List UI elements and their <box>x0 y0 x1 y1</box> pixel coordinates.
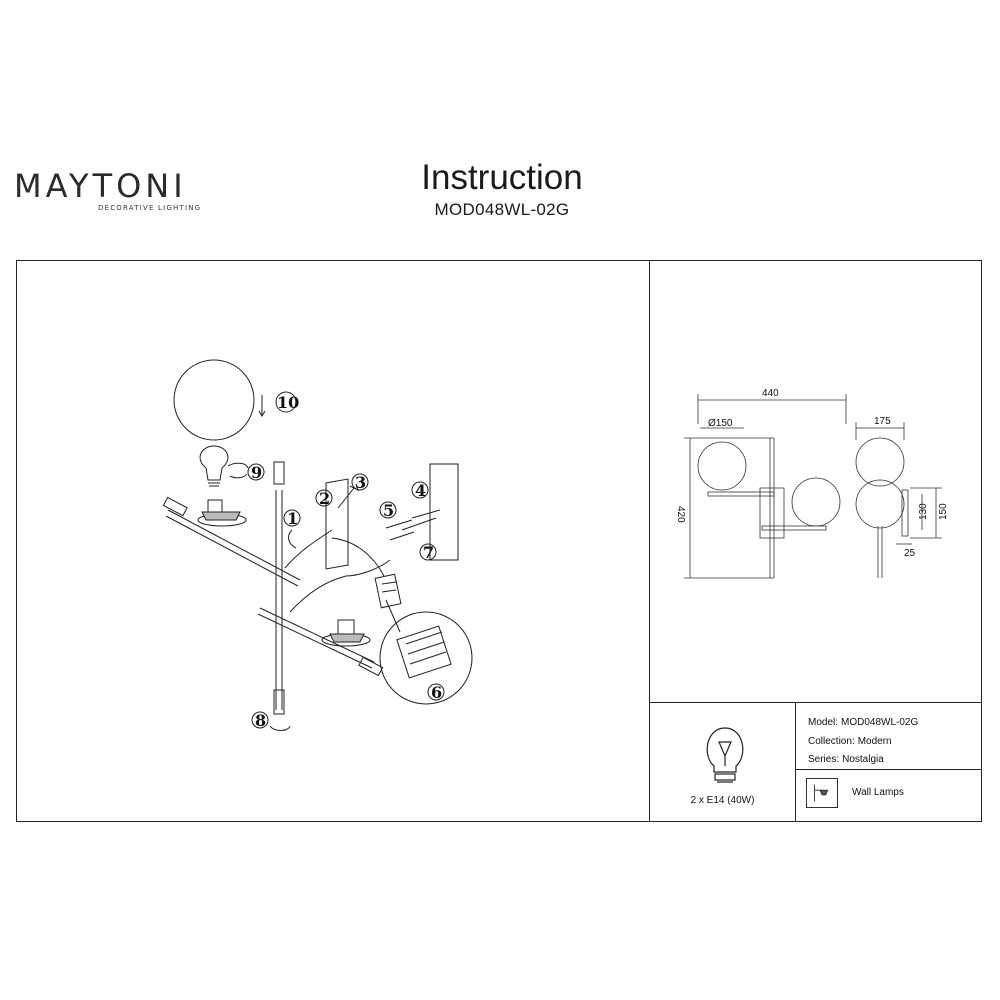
wall-lamp-icon <box>806 778 838 808</box>
lower-arm <box>257 607 384 677</box>
dim-base-height: 150 <box>938 503 949 520</box>
step-label: 1 <box>287 509 298 528</box>
brand-logo: MAYTONI DECORATIVE LIGHTING <box>14 167 202 212</box>
terminal-block <box>374 573 402 609</box>
side-globe-upper <box>855 437 905 487</box>
wall-plate <box>325 463 459 570</box>
terminal-detail <box>379 599 473 705</box>
spec-model-label: Model: <box>808 717 839 728</box>
dim-height: 420 <box>675 506 686 523</box>
spec-collection-label: Collection: <box>808 736 855 747</box>
divider-info <box>795 702 796 822</box>
step-label: 5 <box>383 501 394 520</box>
front-globe-lower <box>791 477 841 527</box>
spec-model-value: MOD048WL-02G <box>841 717 919 728</box>
bulb-icon <box>706 727 744 783</box>
step-label: 7 <box>423 543 434 562</box>
dim-base-depth: 25 <box>904 548 916 559</box>
dim-depth: 175 <box>874 416 891 427</box>
spec-collection: Collection:Modern <box>808 736 892 747</box>
spec-series-label: Series: <box>808 754 840 765</box>
brand-tagline: DECORATIVE LIGHTING <box>98 204 202 212</box>
step-label: 9 <box>251 463 262 482</box>
bulb-spec: 2 x E14 (40W) <box>690 795 755 806</box>
product-type-label: Wall Lamps <box>852 787 904 798</box>
step-label: 6 <box>431 683 442 702</box>
spec-model: Model:MOD048WL-02G <box>808 717 918 728</box>
page-title: Instruction <box>421 158 583 197</box>
dimension-drawing: 440 Ø150 420 175 130 150 25 <box>675 388 949 579</box>
step-label: 2 <box>319 489 330 508</box>
step-label: 10 <box>277 393 299 412</box>
spec-collection-value: Modern <box>857 736 892 747</box>
front-globe-upper <box>697 441 747 491</box>
spec-series: Series:Nostalgia <box>808 754 884 765</box>
vertical-rod <box>273 461 285 715</box>
divider-spec <box>795 769 982 770</box>
glass-globe <box>173 359 255 441</box>
brand-name: MAYTONI <box>14 167 187 205</box>
instruction-frame <box>16 260 982 822</box>
model-code: MOD048WL-02G <box>434 200 570 219</box>
assembly-diagram: 1 2 3 4 5 6 7 8 9 10 <box>162 359 473 731</box>
dim-globe-diameter: Ø150 <box>708 418 733 429</box>
light-bulb <box>199 445 229 487</box>
divider-horizontal <box>649 702 982 703</box>
side-globe-lower <box>855 479 905 529</box>
upper-arm <box>162 496 301 587</box>
step-label: 4 <box>415 481 426 500</box>
dim-mount-height: 130 <box>918 503 929 520</box>
dim-width: 440 <box>762 388 779 399</box>
spec-series-value: Nostalgia <box>842 754 884 765</box>
divider-vertical <box>649 260 650 822</box>
step-label: 8 <box>255 711 266 730</box>
step-label: 3 <box>355 473 366 492</box>
